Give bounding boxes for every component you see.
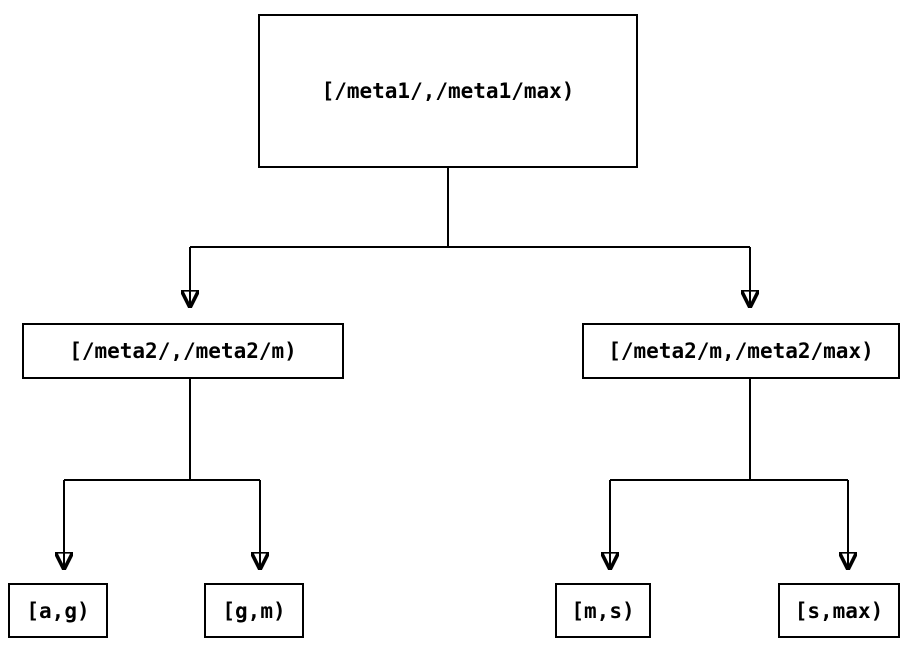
node-leaf-ms: [m,s) bbox=[555, 583, 651, 638]
node-root: [/meta1/,/meta1/max) bbox=[258, 14, 638, 168]
node-leaf-smax: [s,max) bbox=[778, 583, 900, 638]
node-meta2-left: [/meta2/,/meta2/m) bbox=[22, 323, 344, 379]
node-meta2-left-label: [/meta2/,/meta2/m) bbox=[69, 339, 297, 363]
node-leaf-gm-label: [g,m) bbox=[222, 598, 286, 623]
node-leaf-ag-label: [a,g) bbox=[26, 598, 90, 623]
node-leaf-smax-label: [s,max) bbox=[794, 598, 884, 623]
node-leaf-gm: [g,m) bbox=[204, 583, 304, 638]
node-meta2-right-label: [/meta2/m,/meta2/max) bbox=[608, 339, 874, 363]
node-leaf-ms-label: [m,s) bbox=[571, 598, 635, 623]
node-root-label: [/meta1/,/meta1/max) bbox=[321, 79, 575, 103]
node-leaf-ag: [a,g) bbox=[8, 583, 108, 638]
node-meta2-right: [/meta2/m,/meta2/max) bbox=[582, 323, 900, 379]
